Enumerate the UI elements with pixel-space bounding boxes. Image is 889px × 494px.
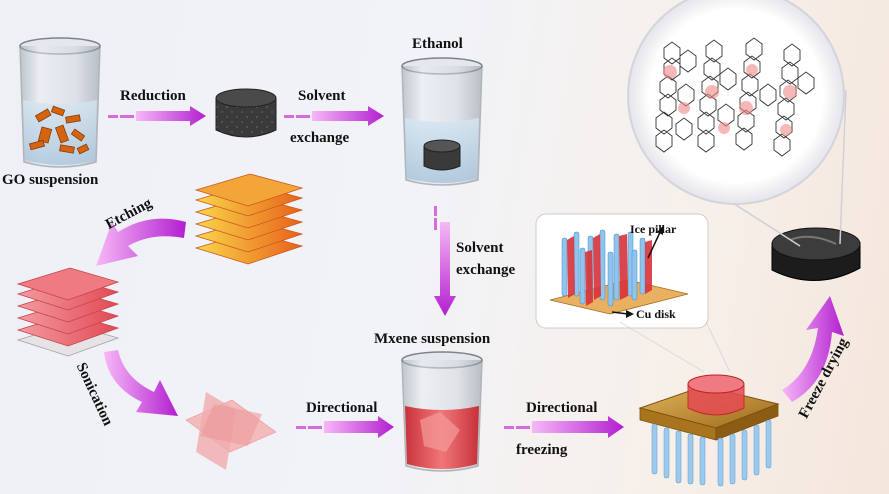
ethanol-beaker (401, 57, 483, 186)
reduction-label: Reduction (120, 88, 186, 104)
directional-arrow-1 (296, 416, 394, 438)
etching-arrow (96, 218, 186, 266)
freezing-inset (535, 213, 709, 329)
mxene-stack (16, 267, 120, 357)
freezing-label: freezing (516, 442, 568, 458)
freeze-drying-arrow (782, 296, 844, 402)
reduction-arrow (108, 106, 206, 126)
ethanol-label: Ethanol (412, 36, 463, 52)
exchange-label-2: exchange (456, 262, 516, 278)
mxene-walls (567, 234, 652, 306)
directional-arrow-2 (504, 416, 624, 438)
mxene-patches (663, 64, 797, 136)
aerogel (771, 227, 861, 281)
exchange-label-1: exchange (290, 130, 350, 146)
solvent-label-1: Solvent (298, 88, 346, 104)
graphene-walls (655, 37, 815, 157)
go-suspension-label: GO suspension (2, 172, 99, 188)
directional-label-2: Directional (526, 400, 598, 416)
mxene-beaker (401, 351, 483, 472)
solvent-label-2: Solvent (456, 240, 504, 256)
directional-label-1: Directional (306, 400, 378, 416)
magnifier-lens (627, 0, 847, 247)
go-flakes (28, 105, 90, 155)
solvent-exchange-arrow-2 (434, 206, 456, 316)
rgo-cylinder (215, 88, 277, 138)
ice-rods (651, 419, 772, 487)
solvent-exchange-arrow-1 (284, 106, 384, 126)
ice-pillar-label: Ice pillar (630, 222, 677, 236)
cu-disk-label: Cu disk (636, 307, 676, 321)
go-beaker (19, 37, 101, 168)
ice-pillars (561, 229, 646, 307)
mxene-flakes (185, 392, 277, 470)
mxene-suspension-label: Mxene suspension (374, 331, 491, 347)
sonication-arrow (104, 350, 178, 416)
freezing-setup (619, 321, 780, 487)
max-phase-stack (194, 173, 304, 265)
